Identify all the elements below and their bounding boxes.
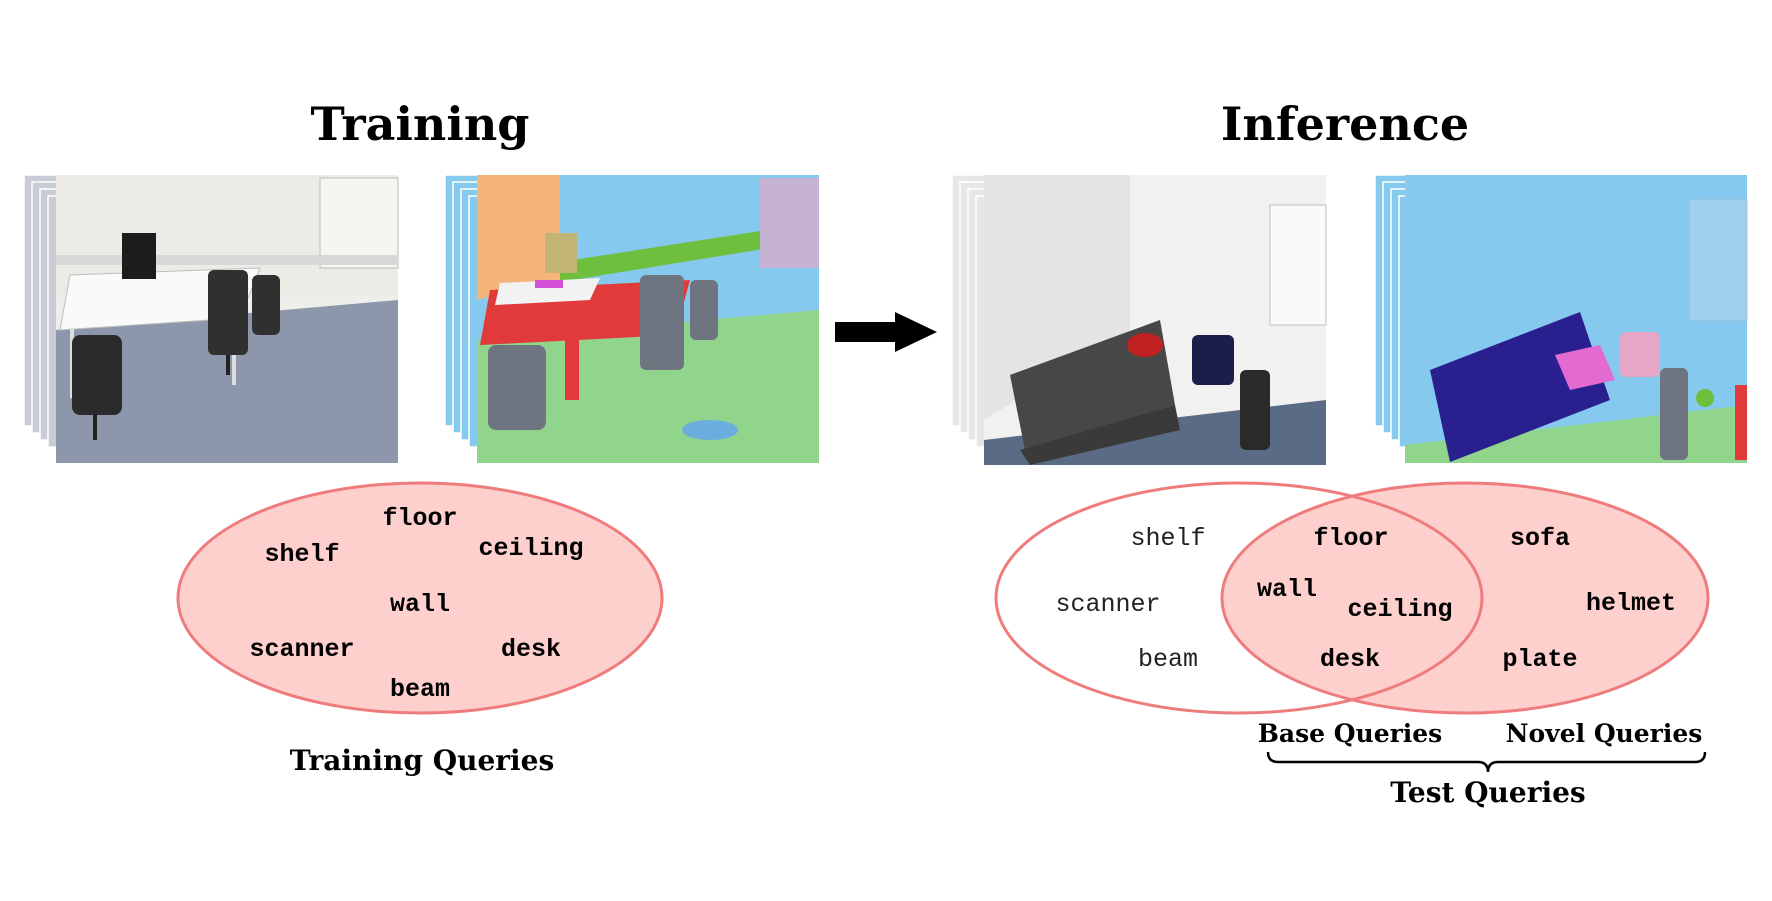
novel-query-sofa: sofa (1510, 524, 1570, 553)
training-query-desk: desk (501, 635, 561, 664)
training-query-scanner: scanner (249, 635, 354, 664)
training-rgb-photo (56, 175, 399, 463)
test-queries-label: Test Queries (1390, 776, 1585, 809)
shared-query-wall: wall (1257, 575, 1317, 604)
inference-segmentation-map (1405, 175, 1748, 463)
test-queries-brace (1266, 751, 1707, 773)
training-segmentation-map (477, 175, 819, 463)
base-queries-ellipse (994, 481, 1484, 715)
test-queries-venn (994, 481, 1710, 715)
training-queries-label: Training Queries (290, 744, 555, 777)
base-query-beam: beam (1138, 645, 1198, 674)
inference-title: Inference (1221, 97, 1469, 151)
novel-queries-ellipse (1220, 481, 1710, 715)
training-query-ceiling: ceiling (478, 534, 583, 563)
shared-query-floor: floor (1313, 524, 1388, 553)
training-query-wall: wall (390, 590, 450, 619)
training-query-shelf: shelf (264, 540, 339, 569)
inference-segmentation-stack (1374, 174, 1748, 463)
shared-query-ceiling: ceiling (1347, 595, 1452, 624)
base-query-shelf: shelf (1130, 524, 1205, 553)
training-segmentation-stack (444, 174, 819, 463)
novel-query-plate: plate (1502, 645, 1577, 674)
training-to-inference-arrow (835, 312, 937, 352)
inference-rgb-photo (984, 175, 1327, 465)
training-title: Training (311, 97, 530, 151)
training-queries-ellipse (176, 481, 664, 715)
inference-rgb-stack (951, 174, 1327, 465)
base-queries-label: Base Queries (1258, 719, 1443, 748)
base-query-scanner: scanner (1055, 590, 1160, 619)
shared-query-desk: desk (1320, 645, 1380, 674)
novel-queries-label: Novel Queries (1506, 719, 1703, 748)
novel-query-helmet: helmet (1586, 589, 1676, 618)
training-rgb-stack (23, 174, 399, 463)
training-query-floor: floor (382, 504, 457, 533)
training-query-beam: beam (390, 675, 450, 704)
